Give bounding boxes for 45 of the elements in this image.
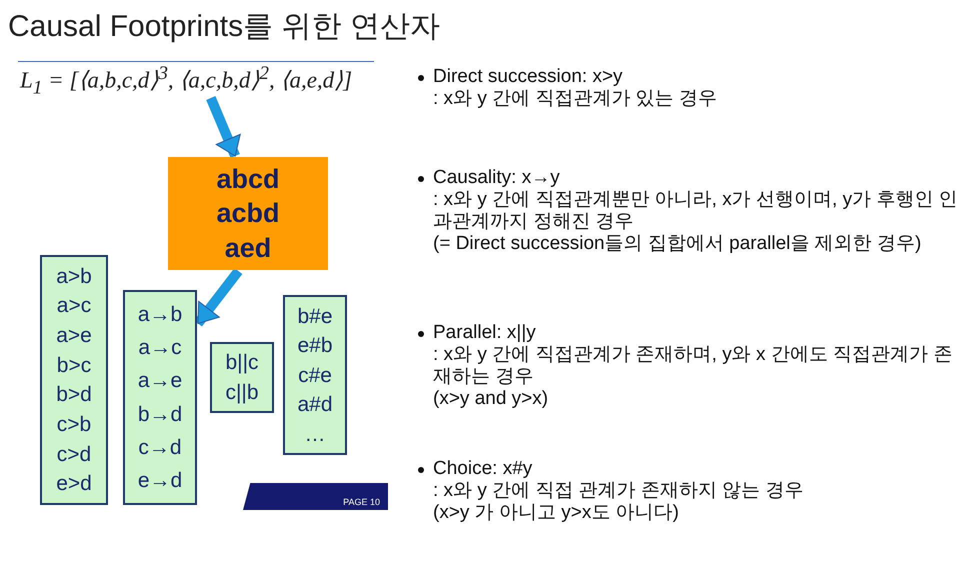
relation-text: e>d — [56, 473, 92, 494]
relation-text: a→c — [138, 337, 182, 358]
description-text: : x와 y 간에 직접 관계가 존재하지 않는 경우 — [433, 480, 805, 502]
relation-text: b→d — [138, 404, 182, 425]
relation-text: c>d — [56, 444, 92, 465]
relation-text: a>e — [56, 324, 92, 346]
description-text: (x>y and y>x) — [433, 388, 550, 410]
trace-box — [168, 157, 328, 270]
description-text: (x>y 가 아니고 y>x도 아니다) — [433, 502, 680, 524]
relation-text: c→d — [138, 436, 182, 458]
arrow — [206, 96, 241, 158]
bullet-heading: Choice: x#y — [433, 458, 534, 480]
relation-text: a→b — [138, 304, 182, 326]
trace-text: acbd — [216, 197, 280, 230]
formula-text: L$_{1}$ = [⟨a,b,c,d⟩$^{3}$, ⟨a,c,b,d⟩$^{2}$, ⟨a,e,d⟩] — [20, 63, 380, 95]
relation-box — [283, 295, 347, 455]
relation-text: a#d — [297, 394, 333, 415]
description-text: : x와 y 간에 직접관계가 있는 경우 — [433, 88, 718, 110]
relation-text: a>c — [56, 295, 92, 316]
relation-text: a>b — [56, 266, 92, 287]
relation-text: b>c — [56, 354, 92, 376]
trace-text: abcd — [216, 162, 280, 196]
trace-text: aed — [224, 232, 272, 265]
relation-box — [40, 255, 108, 505]
bullet-heading: Causality: x→y — [433, 167, 561, 189]
bullet-heading: Direct succession: x>y — [433, 66, 624, 88]
page-number: PAGE 10 — [343, 497, 381, 509]
footer-band — [243, 483, 388, 510]
relation-text: c#e — [298, 364, 332, 386]
relation-text: c||b — [225, 382, 259, 403]
relation-text: e→d — [138, 470, 182, 491]
slide-title: Causal Footprints를 위한 연산자 — [8, 9, 440, 45]
description-text: (= Direct succession들의 집합에서 parallel을 제외한 경우) — [433, 233, 922, 255]
relation-text: b>d — [56, 384, 92, 406]
bullet-heading: Parallel: x||y — [433, 322, 537, 344]
relation-text: a→e — [138, 370, 182, 392]
description-text: : x와 y 간에 직접관계가 존재하며, y와 x 간에도 직접관계가 존재하는 경우 — [433, 344, 954, 388]
relation-text: b||c — [225, 352, 259, 374]
relation-box — [123, 290, 197, 505]
relation-text: b#e — [297, 306, 333, 326]
relation-box — [210, 342, 274, 413]
relation-text: e#b — [297, 335, 333, 356]
relation-text: … — [304, 424, 326, 444]
relation-text: c>b — [56, 414, 92, 435]
description-text: : x와 y 간에 직접관계뿐만 아니라, x가 선행이며, y가 후행인 인과관계까지 정해진 경우 — [433, 189, 958, 233]
